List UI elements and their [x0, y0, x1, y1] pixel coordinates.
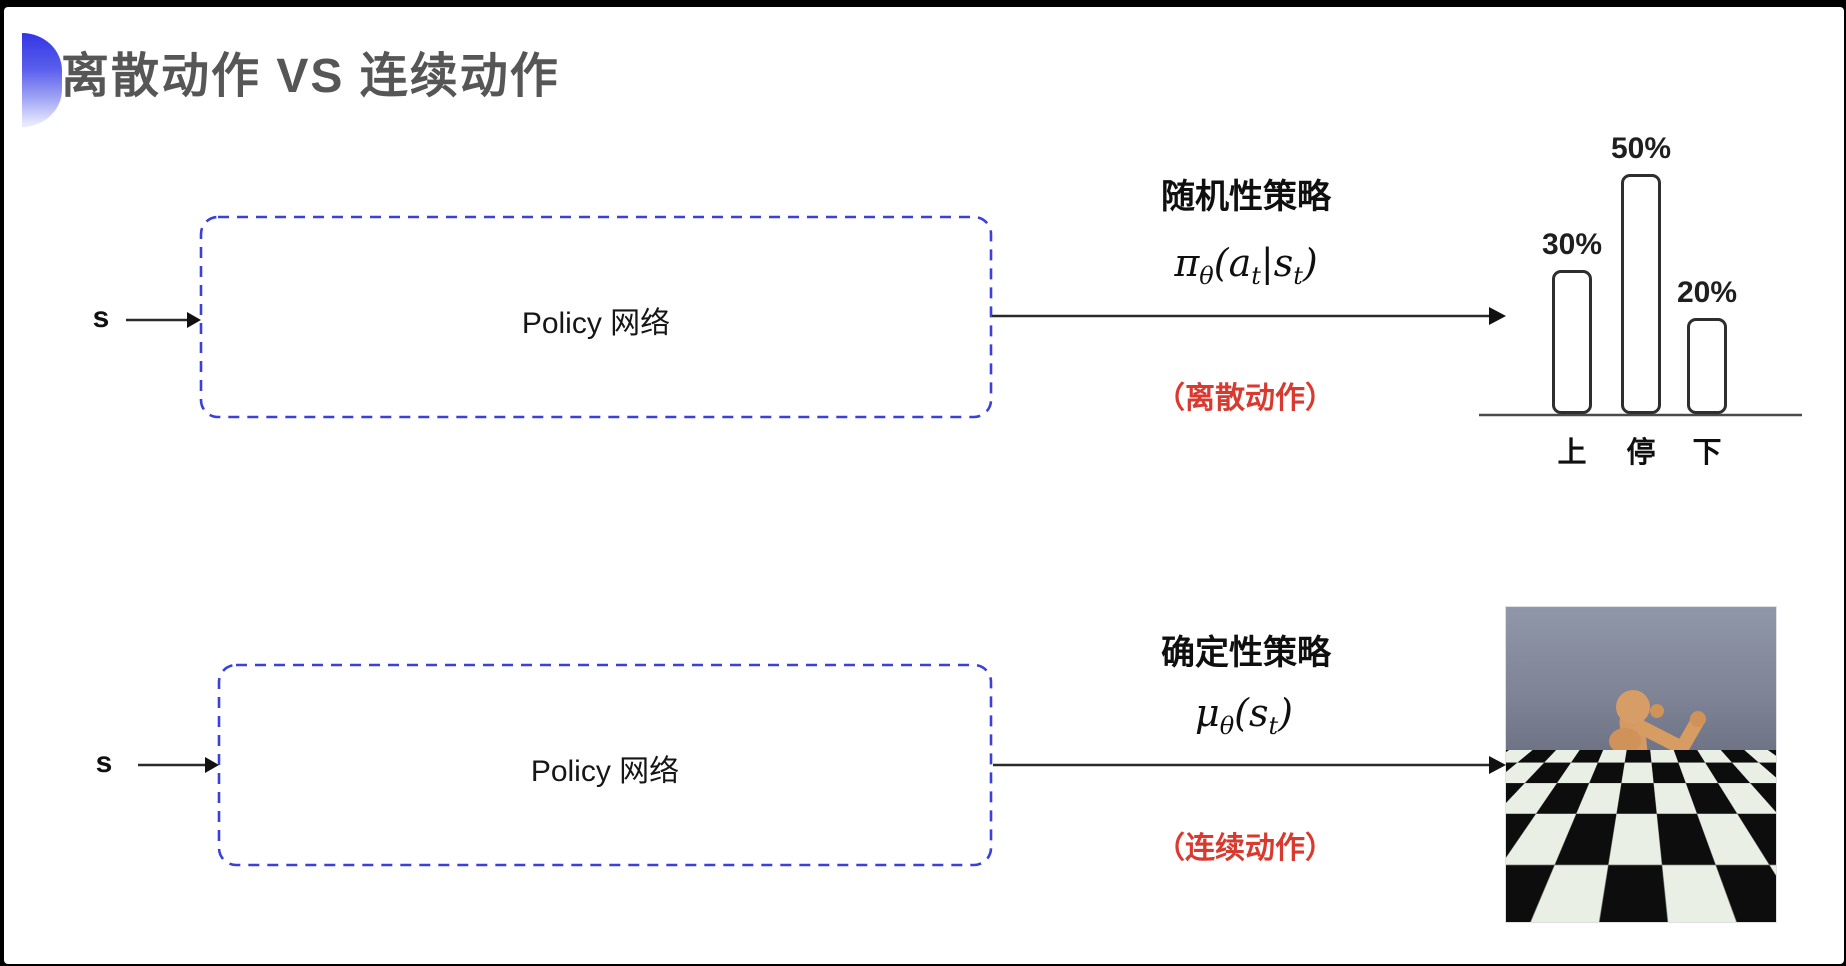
state-input-label-bottom: s: [95, 746, 113, 779]
stochastic-policy-formula: πθ(at|st): [1086, 241, 1406, 290]
formula-close: ): [1302, 241, 1318, 285]
axis-label-stop: 停: [1626, 437, 1656, 469]
formula-open-a: (a: [1213, 241, 1252, 285]
bar-down: [1687, 318, 1727, 414]
formula-theta-sub: θ: [1199, 262, 1214, 290]
formula-bar-s: |s: [1260, 241, 1294, 285]
page-title: 离散动作 VS 连续动作: [61, 50, 560, 103]
bar-group-down: 20%: [1677, 276, 1737, 414]
bar-group-stop: 50%: [1611, 132, 1671, 414]
title-accent-semicircle-icon: [22, 33, 62, 127]
output-arrowhead-bottom: [1489, 756, 1506, 774]
bar-group-up: 30%: [1542, 228, 1602, 414]
formula-t-sub2: t: [1293, 262, 1303, 290]
continuous-action-note: （连续动作）: [1155, 832, 1335, 865]
discrete-action-note: （离散动作）: [1155, 382, 1335, 415]
formula-t-sub1: t: [1251, 262, 1261, 290]
floor-reflection: [1529, 881, 1623, 913]
bar-value-label: 50%: [1610, 132, 1672, 165]
stochastic-policy-title: 随机性策略: [1161, 178, 1331, 216]
input-arrowhead-bottom: [205, 757, 219, 773]
chart-axis-labels: 上 停 下: [1479, 429, 1800, 469]
policy-network-label-bottom: Policy 网络: [530, 755, 680, 788]
axis-label-up: 上: [1557, 437, 1587, 469]
humanoid-simulation-image: [1506, 607, 1776, 922]
slide-canvas: 离散动作 VS 连续动作 s Policy 网络 随机性策略 πθ(at|st)…: [4, 7, 1844, 964]
robot-shadow: [1585, 858, 1697, 876]
humanoid-robot-figure: [1529, 690, 1706, 913]
formula-t-sub: t: [1268, 712, 1279, 740]
robot-body: [1580, 690, 1706, 870]
input-arrowhead-top: [187, 312, 201, 328]
bar-stop: [1621, 174, 1661, 414]
bar-value-label: 30%: [1541, 228, 1603, 261]
bar-value-label: 20%: [1676, 276, 1738, 309]
action-probability-bar-chart: 30% 50% 20%: [1479, 125, 1800, 415]
axis-label-down: 下: [1692, 437, 1722, 469]
formula-open-s: (s: [1234, 691, 1269, 735]
bar-up: [1552, 270, 1592, 414]
formula-close: ): [1278, 691, 1293, 735]
state-input-label-top: s: [92, 301, 110, 334]
policy-network-label-top: Policy 网络: [521, 307, 671, 340]
formula-pi: π: [1174, 241, 1200, 285]
deterministic-policy-title: 确定性策略: [1161, 634, 1331, 672]
formula-mu: μ: [1195, 691, 1220, 735]
formula-theta-sub: θ: [1219, 712, 1235, 740]
deterministic-policy-formula: μθ(st): [1084, 691, 1404, 740]
